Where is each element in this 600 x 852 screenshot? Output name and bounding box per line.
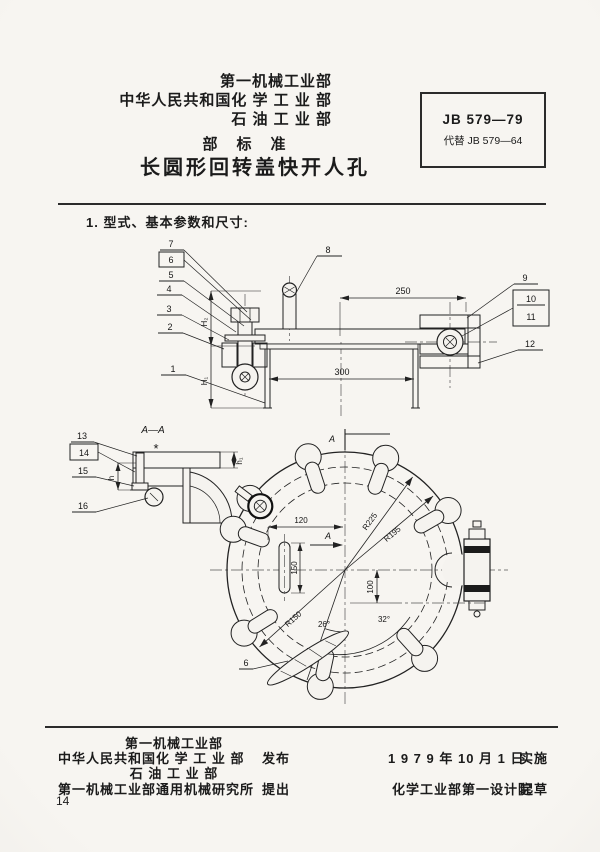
dim-h1: H₁ (200, 346, 263, 409)
gasket (259, 343, 419, 350)
propose-label: 提出 (262, 782, 291, 797)
publish-label: 发布 (262, 751, 291, 766)
callout-13: 13 (77, 431, 87, 441)
dim-300: 300 (269, 367, 414, 382)
callout-2: 2 (167, 322, 172, 332)
callout-6-box (158, 251, 185, 268)
dim-250: 250 (339, 286, 467, 336)
section-flag-top: A (328, 429, 390, 450)
dim-120-label: 120 (294, 516, 308, 525)
dim-100-label: 100 (366, 580, 375, 594)
org-line-1: 第一机械工业部 (219, 73, 332, 90)
callout-15: 15 (78, 466, 88, 476)
callout-3: 3 (166, 304, 171, 314)
hinge-assembly (419, 314, 481, 369)
bolt-slots (219, 443, 462, 700)
dim-250-label: 250 (395, 286, 410, 296)
callout-16: 16 (78, 501, 88, 511)
callout-9: 9 (522, 273, 527, 283)
dim-120: 120 (267, 516, 343, 540)
callout-10: 10 (526, 294, 536, 304)
dim-h2: H₂ (200, 290, 261, 347)
dim-r195-label: R195 (382, 524, 403, 544)
publisher-line-3: 石 油 工 业 部 (129, 766, 219, 781)
dim-300-label: 300 (334, 367, 349, 377)
dim-r225-label: R225 (361, 511, 380, 532)
swing-bolt-assembly (221, 307, 268, 391)
callout-1: 1 (170, 364, 175, 374)
draft-label: 起草 (520, 782, 549, 797)
publisher-line-1: 第一机械工业部 (124, 736, 223, 751)
callout-8-group: 8 (295, 245, 342, 294)
org-line-3: 石 油 工 业 部 (231, 111, 332, 128)
footer-divider (45, 726, 558, 728)
dim-r150-label: R150 (283, 609, 304, 629)
issuing-organizations: 第一机械工业部 中华人民共和国化 学 工 业 部 石 油 工 业 部 (78, 72, 332, 129)
callout-12: 12 (525, 339, 535, 349)
callout-14: 14 (79, 448, 89, 458)
dim-h: h (107, 462, 136, 491)
page-number: 14 (56, 794, 70, 808)
dim-h1-label: H₁ (200, 376, 209, 385)
callouts-left: 7 6 5 4 3 2 1 (157, 239, 266, 404)
cross-section-drawing: 250 300 H₂ H₁ 7 6 (157, 239, 550, 416)
implement-label: 实施 (520, 751, 549, 766)
implement-date: 1 9 7 9 年 10 月 1 日 (388, 751, 525, 766)
slot-and-dim-150: 150 (278, 534, 305, 601)
callout-7: 7 (168, 239, 173, 249)
publisher-line-2: 中华人民共和国化 学 工 业 部 (58, 751, 245, 766)
callout-5: 5 (168, 270, 173, 280)
detail-and-plan-drawing: A—A * h (69, 425, 508, 705)
dim-h1-detail: h₁ (220, 451, 244, 469)
section-label-top: A (328, 434, 335, 444)
plan-hinge (434, 520, 491, 618)
vent-plug (279, 282, 300, 330)
angle-26-label: 26° (318, 620, 330, 629)
callout-6: 6 (168, 255, 173, 265)
plan-swing-bolt (234, 484, 274, 520)
section-a-a-label: A—A (140, 425, 165, 436)
section-heading: 1. 型式、基本参数和尺寸: (86, 215, 249, 230)
standard-code: JB 579—79 (442, 112, 524, 127)
drafter: 化学工业部第一设计院 (392, 782, 533, 797)
callout-11: 11 (526, 312, 535, 322)
detail-a-a: A—A * h (69, 425, 244, 524)
dim-h1-detail-label: h₁ (235, 457, 244, 464)
proposer: 第一机械工业部通用机械研究所 (58, 782, 255, 797)
opening-circle-dashed (257, 482, 433, 658)
document-title: 长圆形回转盖快开人孔 (140, 157, 370, 179)
org-line-2: 中华人民共和国化 学 工 业 部 (119, 92, 332, 109)
neck-shell (260, 348, 420, 409)
replaces-note: 代替 JB 579—64 (443, 135, 523, 147)
callout-6-plan: 6 (243, 658, 248, 668)
plan-view: A (210, 429, 508, 705)
header-divider (58, 203, 546, 205)
dim-100: 100 (350, 570, 485, 604)
section-flag-mid: A (310, 531, 343, 548)
callout-4: 4 (166, 284, 171, 294)
dim-h2-label: H₂ (200, 318, 209, 327)
standard-type-label: 部 标 准 (202, 136, 288, 153)
star-mark: * (153, 441, 158, 456)
callouts-right: 9 10 11 12 (461, 273, 550, 364)
gasket-crescent: 6 (239, 630, 349, 686)
standard-code-box: JB 579—79 代替 JB 579—64 (420, 92, 546, 168)
angle-32-label: 32° (378, 615, 390, 624)
dim-h-label: h (107, 476, 116, 480)
dim-150-label: 150 (290, 561, 299, 575)
callout-8: 8 (325, 245, 330, 255)
section-label-mid: A (324, 531, 331, 541)
